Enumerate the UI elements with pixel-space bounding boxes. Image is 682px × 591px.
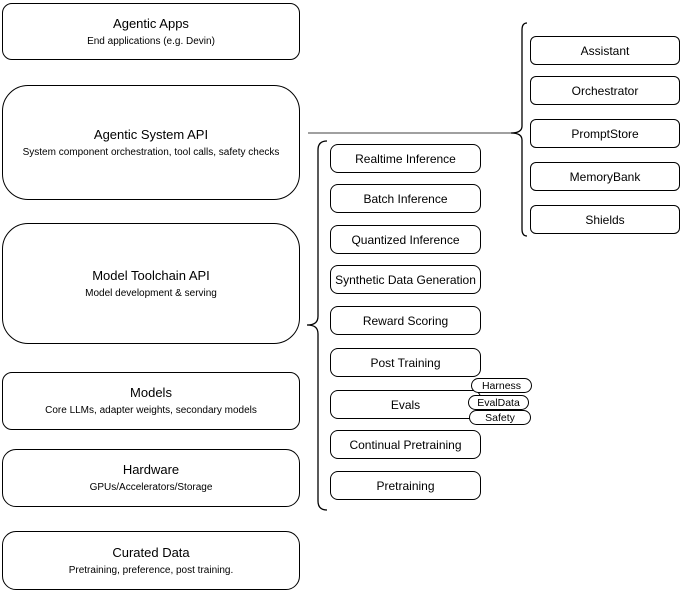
node-title: Agentic System API bbox=[93, 126, 209, 142]
pill-label: Safety bbox=[485, 411, 515, 424]
node-title: Models bbox=[130, 385, 172, 400]
node-label: Post Training bbox=[370, 355, 441, 370]
node-models: Models Core LLMs, adapter weights, secon… bbox=[2, 372, 300, 430]
node-label: Orchestrator bbox=[571, 83, 639, 98]
node-agentic-apps: Agentic Apps End applications (e.g. Devi… bbox=[2, 3, 300, 60]
node-batch-inference: Batch Inference bbox=[330, 184, 481, 213]
node-subtitle: GPUs/Accelerators/Storage bbox=[89, 482, 213, 493]
node-shields: Shields bbox=[530, 205, 680, 234]
node-evals: Evals bbox=[330, 390, 481, 419]
node-subtitle: Model development & serving bbox=[85, 287, 217, 299]
pill-label: EvalData bbox=[477, 396, 520, 409]
node-label: Quantized Inference bbox=[351, 232, 460, 247]
node-curated-data: Curated Data Pretraining, preference, po… bbox=[2, 531, 300, 590]
node-title: Model Toolchain API bbox=[92, 267, 210, 283]
node-promptstore: PromptStore bbox=[530, 119, 680, 148]
pill-safety: Safety bbox=[469, 410, 531, 425]
node-synthetic-data-generation: Synthetic Data Generation bbox=[330, 265, 481, 294]
node-assistant: Assistant bbox=[530, 36, 680, 65]
node-subtitle: System component orchestration, tool cal… bbox=[22, 146, 280, 158]
node-label: PromptStore bbox=[571, 126, 639, 141]
node-agentic-system-api: Agentic System API System component orch… bbox=[2, 85, 300, 200]
node-realtime-inference: Realtime Inference bbox=[330, 144, 481, 173]
node-title: Agentic Apps bbox=[113, 15, 189, 31]
node-pretraining: Pretraining bbox=[330, 471, 481, 500]
node-reward-scoring: Reward Scoring bbox=[330, 306, 481, 335]
node-subtitle: End applications (e.g. Devin) bbox=[87, 35, 215, 47]
node-subtitle: Core LLMs, adapter weights, secondary mo… bbox=[45, 405, 257, 416]
pill-evaldata: EvalData bbox=[468, 395, 529, 410]
node-model-toolchain-api: Model Toolchain API Model development & … bbox=[2, 223, 300, 344]
node-orchestrator: Orchestrator bbox=[530, 76, 680, 105]
node-label: Pretraining bbox=[376, 478, 435, 493]
node-post-training: Post Training bbox=[330, 348, 481, 377]
toolchain-brace bbox=[306, 140, 328, 511]
system-components-brace bbox=[510, 22, 528, 237]
pill-label: Harness bbox=[481, 379, 522, 392]
node-label: Assistant bbox=[580, 43, 630, 58]
node-label: Continual Pretraining bbox=[349, 437, 462, 452]
node-title: Curated Data bbox=[112, 544, 190, 560]
node-label: Evals bbox=[390, 397, 421, 412]
node-hardware: Hardware GPUs/Accelerators/Storage bbox=[2, 449, 300, 507]
node-title: Hardware bbox=[122, 462, 180, 477]
node-label: Shields bbox=[585, 212, 625, 227]
pill-harness: Harness bbox=[471, 378, 532, 393]
node-label: Reward Scoring bbox=[362, 313, 449, 328]
node-label: Batch Inference bbox=[363, 191, 448, 206]
node-label: Synthetic Data Generation bbox=[335, 272, 476, 287]
node-label: MemoryBank bbox=[569, 169, 641, 184]
node-continual-pretraining: Continual Pretraining bbox=[330, 430, 481, 459]
node-subtitle: Pretraining, preference, post training. bbox=[68, 564, 234, 576]
node-quantized-inference: Quantized Inference bbox=[330, 225, 481, 254]
node-memorybank: MemoryBank bbox=[530, 162, 680, 191]
node-label: Realtime Inference bbox=[355, 151, 456, 166]
